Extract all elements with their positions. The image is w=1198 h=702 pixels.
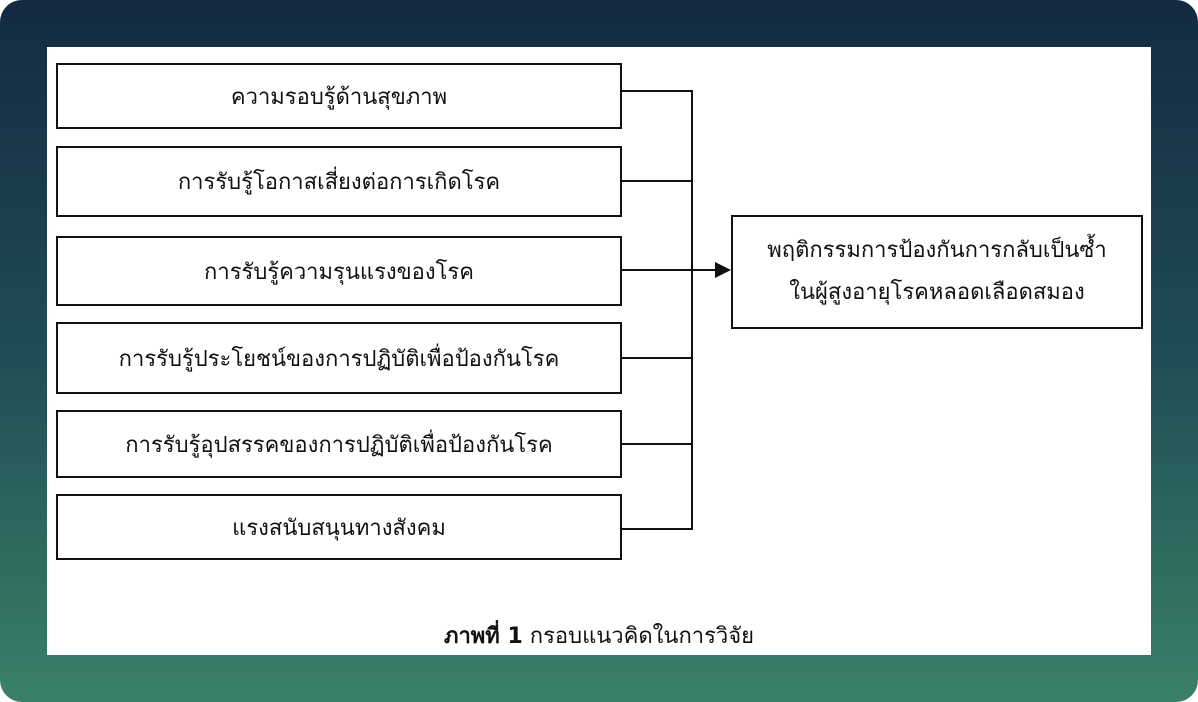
factor-box-perceived-barriers: การรับรู้อุปสรรคของการปฏิบัติเพื่อป้องกั… [56,410,622,478]
outcome-box: พฤติกรรมการป้องกันการกลับเป็นซ้ำ ในผู้สู… [731,215,1143,329]
factor-label: การรับรู้โอกาสเสี่ยงต่อการเกิดโรค [177,170,501,195]
arrow-shaft [693,269,717,271]
factor-label: การรับรู้ความรุนแรงของโรค [204,259,474,285]
connector-line [622,443,693,445]
factor-label: การรับรู้ประโยชน์ของการปฏิบัติเพื่อป้องก… [118,346,560,372]
factor-box-perceived-severity: การรับรู้ความรุนแรงของโรค [56,236,622,306]
figure-caption: ภาพที่ 1 กรอบแนวคิดในการวิจัย [0,618,1198,653]
connector-line [622,180,693,182]
vertical-bus-line [691,90,693,530]
outcome-line-2: ในผู้สูงอายุโรคหลอดเลือดสมอง [789,280,1085,305]
factor-label: แรงสนับสนุนทางสังคม [232,515,446,541]
factor-box-health-literacy: ความรอบรู้ด้านสุขภาพ [56,63,622,129]
connector-line [622,269,693,271]
caption-text: กรอบแนวคิดในการวิจัย [529,624,755,649]
factor-box-perceived-benefits: การรับรู้ประโยชน์ของการปฏิบัติเพื่อป้องก… [56,322,622,394]
connector-line [622,528,693,530]
factor-box-perceived-susceptibility: การรับรู้โอกาสเสี่ยงต่อการเกิดโรค [56,146,622,217]
outcome-line-1: พฤติกรรมการป้องกันการกลับเป็นซ้ำ [767,238,1107,263]
factor-label: ความรอบรู้ด้านสุขภาพ [230,84,448,110]
connector-line [622,357,693,359]
factor-label: การรับรู้อุปสรรคของการปฏิบัติเพื่อป้องกั… [125,432,553,458]
arrow-head-icon [715,262,731,278]
connector-line [622,90,693,92]
caption-label: ภาพที่ 1 [443,624,523,649]
factor-box-social-support: แรงสนับสนุนทางสังคม [56,494,622,560]
